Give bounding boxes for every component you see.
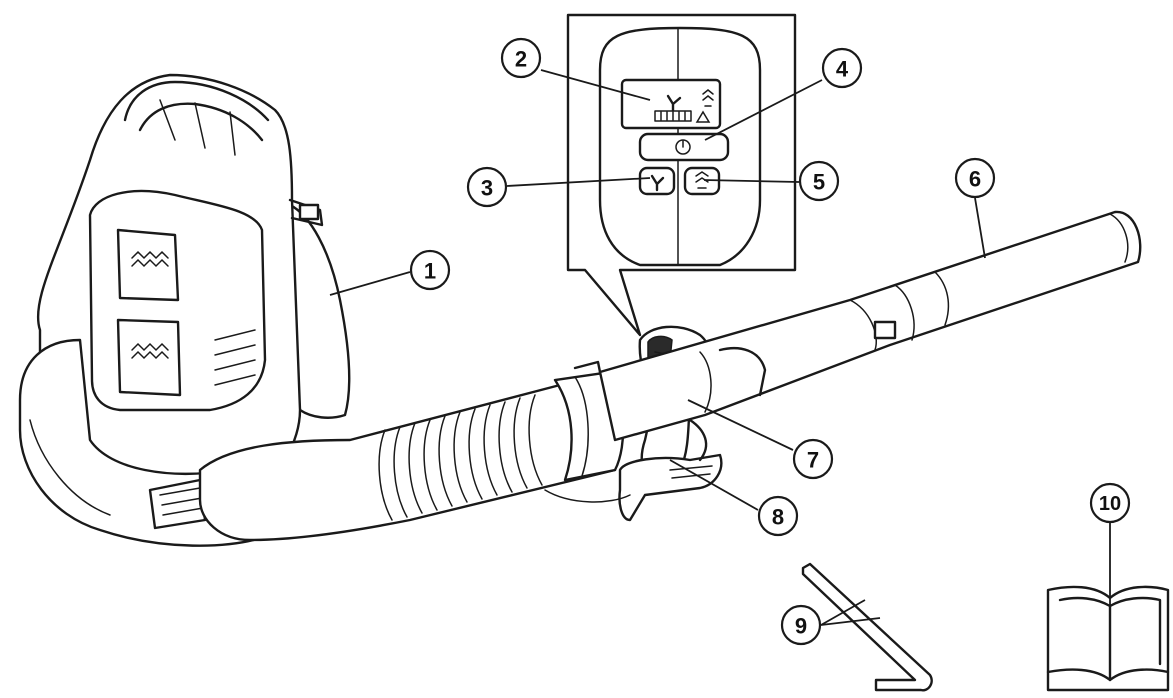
boost-mode-icon [702, 89, 714, 107]
callout-8: 8 [757, 495, 799, 537]
battery-level-icon [654, 110, 692, 122]
callout-8-label: 8 [772, 505, 784, 530]
power-icon [675, 139, 691, 155]
callout-10: 10 [1089, 482, 1131, 524]
callout-7: 7 [792, 438, 834, 480]
callout-2: 2 [500, 37, 542, 79]
callout-10-label: 10 [1099, 493, 1121, 515]
leader-lines [329, 69, 1111, 626]
callout-9: 9 [780, 604, 822, 646]
control-panel-inset [566, 13, 797, 337]
backpack-blower-icon [18, 73, 351, 547]
open-book-icon [1046, 585, 1170, 692]
callout-9-label: 9 [795, 614, 807, 639]
warning-triangle-icon [695, 110, 711, 123]
callout-4-label: 4 [836, 57, 849, 82]
callout-2-label: 2 [515, 47, 527, 72]
hex-key-icon [801, 562, 933, 692]
callout-3: 3 [466, 166, 508, 208]
blower-tube [598, 210, 1142, 442]
speed-button [638, 166, 676, 196]
callout-5-label: 5 [813, 170, 825, 195]
callout-4: 4 [821, 47, 863, 89]
spring-detail [131, 250, 169, 360]
power-button [638, 132, 730, 162]
callout-3-label: 3 [481, 176, 493, 201]
callout-5: 5 [798, 160, 840, 202]
callout-6-label: 6 [969, 167, 981, 192]
callout-1-label: 1 [424, 259, 436, 284]
callout-1: 1 [409, 249, 451, 291]
callout-7-label: 7 [807, 448, 819, 473]
display-screen [620, 78, 722, 130]
callout-6: 6 [954, 157, 996, 199]
